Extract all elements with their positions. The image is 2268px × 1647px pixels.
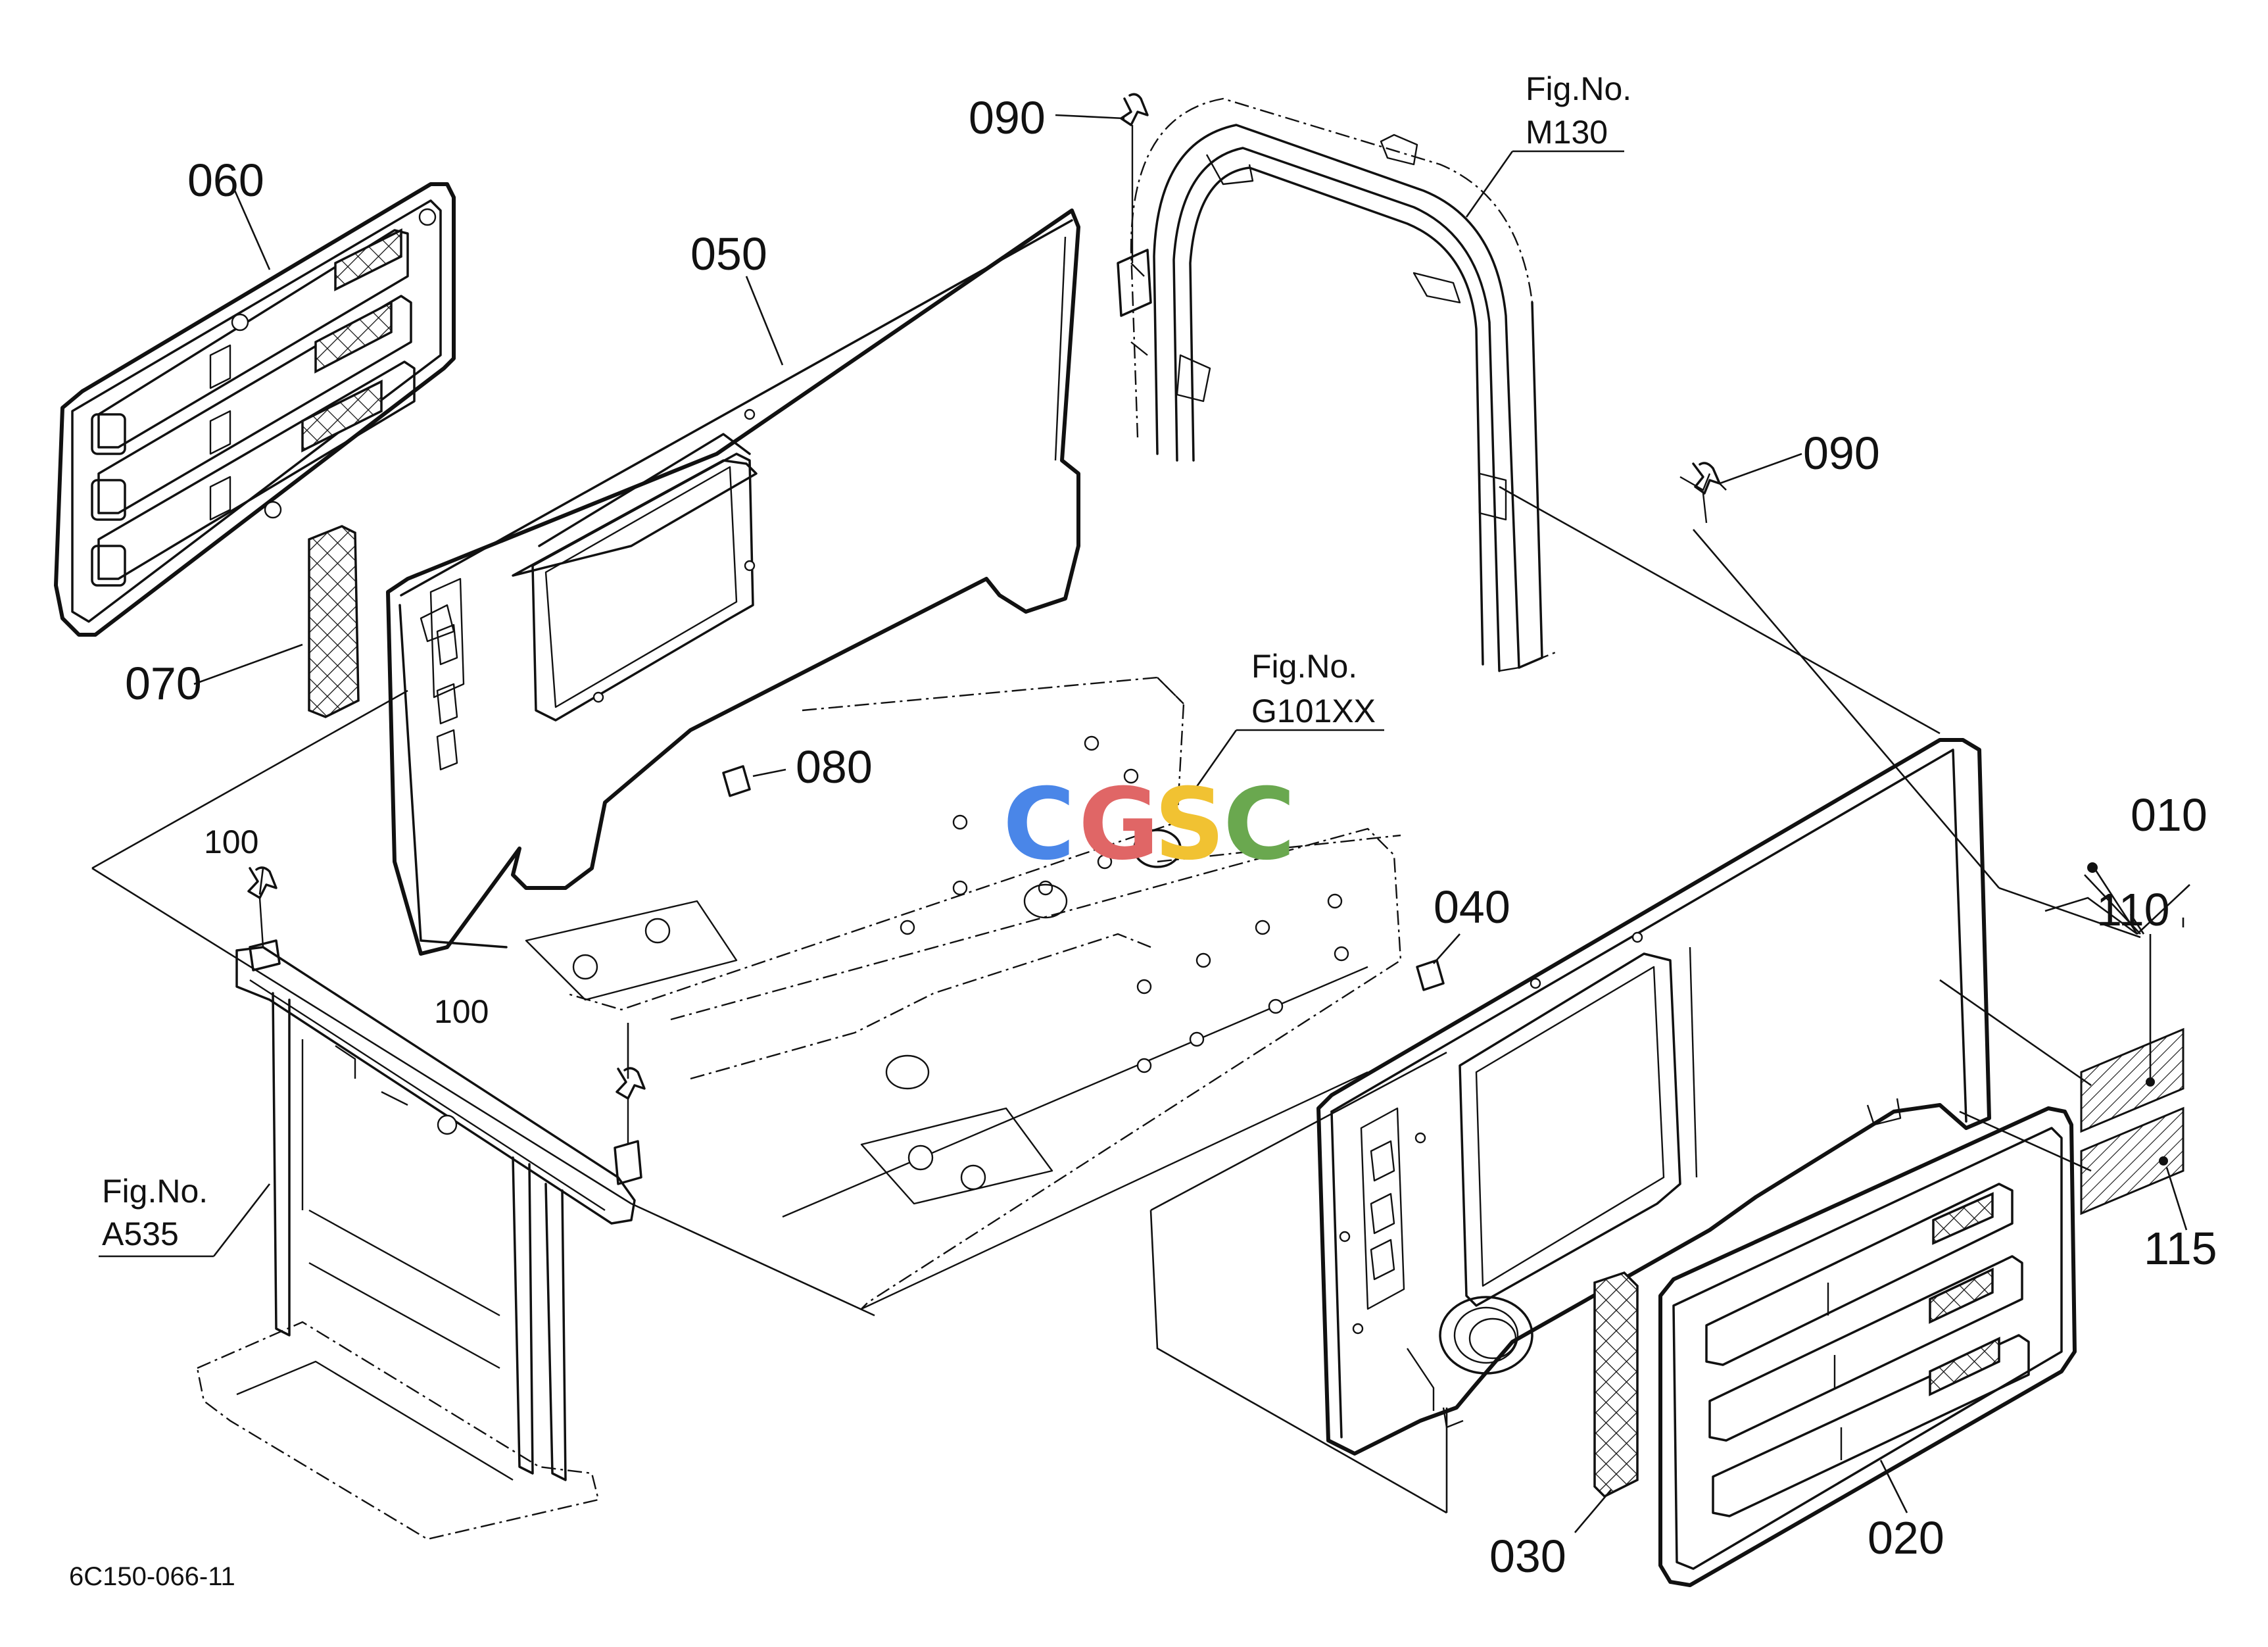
fig-ref-g101xx-line1: Fig.No. <box>1251 648 1357 685</box>
clip-090-top <box>1117 93 1152 317</box>
part-label-080: 080 <box>796 741 873 793</box>
part-label-110: 110 <box>2096 884 2170 935</box>
part-label-090-top: 090 <box>969 92 1046 143</box>
decal-115 <box>2080 1106 2184 1216</box>
rear-panel-050 <box>386 209 1080 956</box>
part-label-100-right: 100 <box>434 993 489 1030</box>
callout-dot <box>2087 862 2098 873</box>
fig-ref-m130-line1: Fig.No. <box>1526 70 1631 107</box>
support-frame <box>196 946 636 1540</box>
drawing-code: 6C150-066-11 <box>69 1562 235 1591</box>
grille-060 <box>54 182 456 637</box>
part-label-100-left: 100 <box>204 823 258 860</box>
clip-090-right <box>1692 462 1721 524</box>
grille-020 <box>1658 1106 2077 1587</box>
figure-references: Fig.No. M130 Fig.No. G101XX Fig.No. A535 <box>102 70 1631 1252</box>
part-label-030: 030 <box>1489 1531 1566 1582</box>
fig-ref-a535-line2: A535 <box>102 1216 179 1252</box>
watermark-logo: C G S C <box>1003 768 1295 882</box>
clip-100-right <box>614 1067 646 1185</box>
mesh-030 <box>1593 1271 1639 1498</box>
floor-plate <box>525 676 1402 1310</box>
part-label-090-right: 090 <box>1803 428 1880 479</box>
grommet-080 <box>722 765 751 797</box>
clip-100-left <box>247 866 281 971</box>
watermark-letter-4: C <box>1223 768 1295 882</box>
part-label-115: 115 <box>2144 1223 2217 1274</box>
side-panel-010 <box>1316 738 1991 1456</box>
fig-ref-m130-line2: M130 <box>1526 114 1608 151</box>
leader-lines <box>91 114 2190 1533</box>
part-label-070: 070 <box>125 658 202 709</box>
mesh-070 <box>308 525 360 718</box>
fig-ref-g101xx-line2: G101XX <box>1251 693 1376 729</box>
decal-110 <box>2080 1027 2184 1133</box>
part-label-050: 050 <box>690 228 767 280</box>
part-label-010: 010 <box>2131 789 2208 841</box>
part-label-040: 040 <box>1434 881 1510 933</box>
watermark-letter-3: S <box>1154 768 1225 882</box>
part-label-060: 060 <box>187 155 264 206</box>
watermark-letter-1: C <box>1003 768 1075 882</box>
fig-ref-a535-line1: Fig.No. <box>102 1173 208 1210</box>
grommet-040 <box>1416 959 1445 991</box>
part-labels: 010 020 030 040 050 060 070 080 090 090 … <box>125 92 2217 1582</box>
rops-frame <box>1130 97 1559 672</box>
part-label-020: 020 <box>1868 1512 1944 1563</box>
watermark-letter-2: G <box>1078 768 1159 882</box>
